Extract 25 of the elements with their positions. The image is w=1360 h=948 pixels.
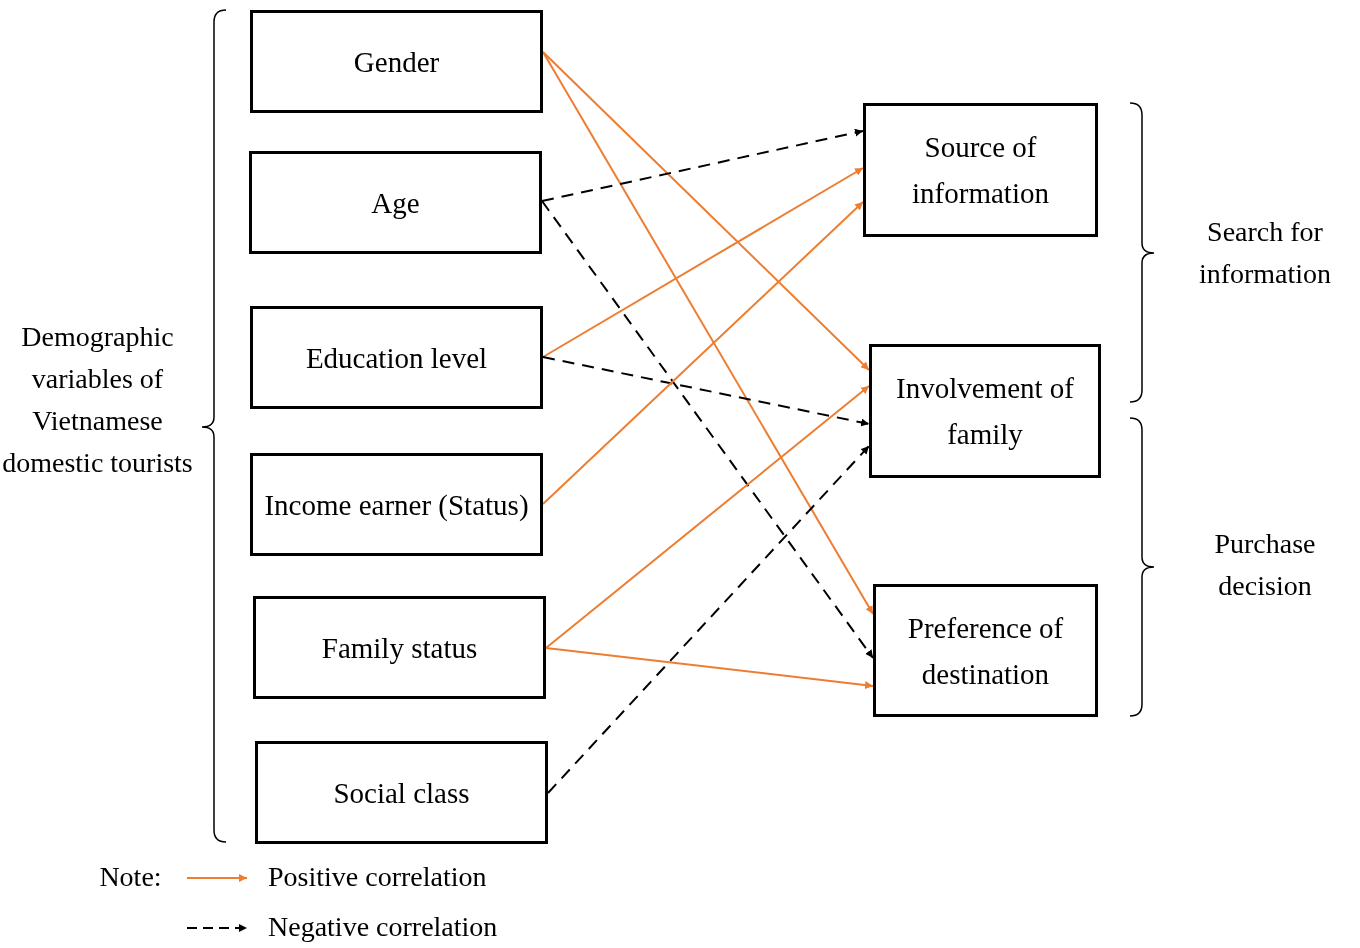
arrow <box>545 385 870 649</box>
arrow <box>542 51 874 615</box>
arrow <box>542 167 864 358</box>
text-box: Gender <box>250 10 543 113</box>
text-box: Source of information <box>863 103 1098 237</box>
brace-label: Purchase decision <box>1213 527 1317 603</box>
arrow <box>541 200 874 659</box>
brace-label: Demographic variables of Vietnamese domestic tourists <box>1 320 194 480</box>
arrow <box>542 356 870 427</box>
brace-label: Search for information <box>1197 215 1333 291</box>
text-box: Family status <box>253 596 546 699</box>
text-box: Age <box>249 151 542 254</box>
arrow <box>545 647 874 690</box>
legend-text: Negative correlation <box>268 910 498 944</box>
arrow <box>541 128 864 202</box>
arrow <box>547 445 870 794</box>
text-box: Education level <box>250 306 543 409</box>
arrow <box>542 51 870 371</box>
text-box: Involvement of family <box>869 344 1101 478</box>
note-label: Note: <box>98 860 163 894</box>
text-box: Preference of destination <box>873 584 1098 717</box>
text-box: Income earner (Status) <box>250 453 543 556</box>
text-box: Social class <box>255 741 548 844</box>
arrow <box>542 201 864 505</box>
legend-text: Positive correlation <box>268 860 487 894</box>
